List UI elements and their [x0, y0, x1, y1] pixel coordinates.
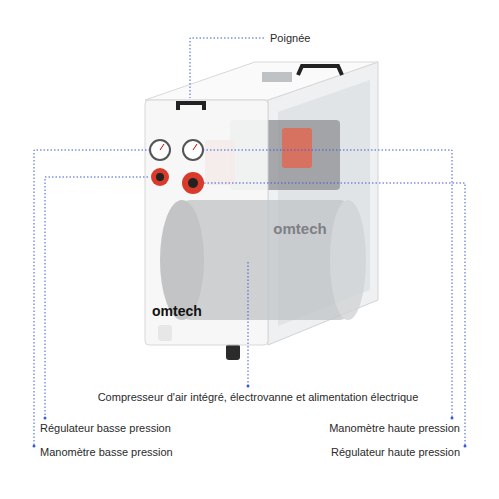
- regulators: [151, 168, 204, 194]
- valve: [282, 128, 312, 168]
- gauges: [150, 140, 203, 160]
- part-label: Poignée: [270, 32, 310, 45]
- front-handle: [178, 103, 204, 110]
- fan-grille: [262, 72, 292, 82]
- part-label: Manomètre basse pression: [40, 446, 173, 459]
- top-handle: [298, 66, 342, 75]
- part-label: Compresseur d'air intégré, électrovanne …: [98, 391, 419, 404]
- leader-lines: [34, 38, 465, 446]
- brand-logo: omtech: [152, 305, 202, 318]
- air-tank: [160, 200, 366, 320]
- part-label: Régulateur haute pression: [331, 446, 460, 459]
- cabinet-top: [145, 62, 378, 100]
- part-label: Manomètre haute pression: [329, 422, 460, 435]
- brand-logo: omtech: [273, 222, 326, 235]
- leader-dots: [33, 385, 467, 448]
- part-label: Régulateur basse pression: [40, 422, 171, 435]
